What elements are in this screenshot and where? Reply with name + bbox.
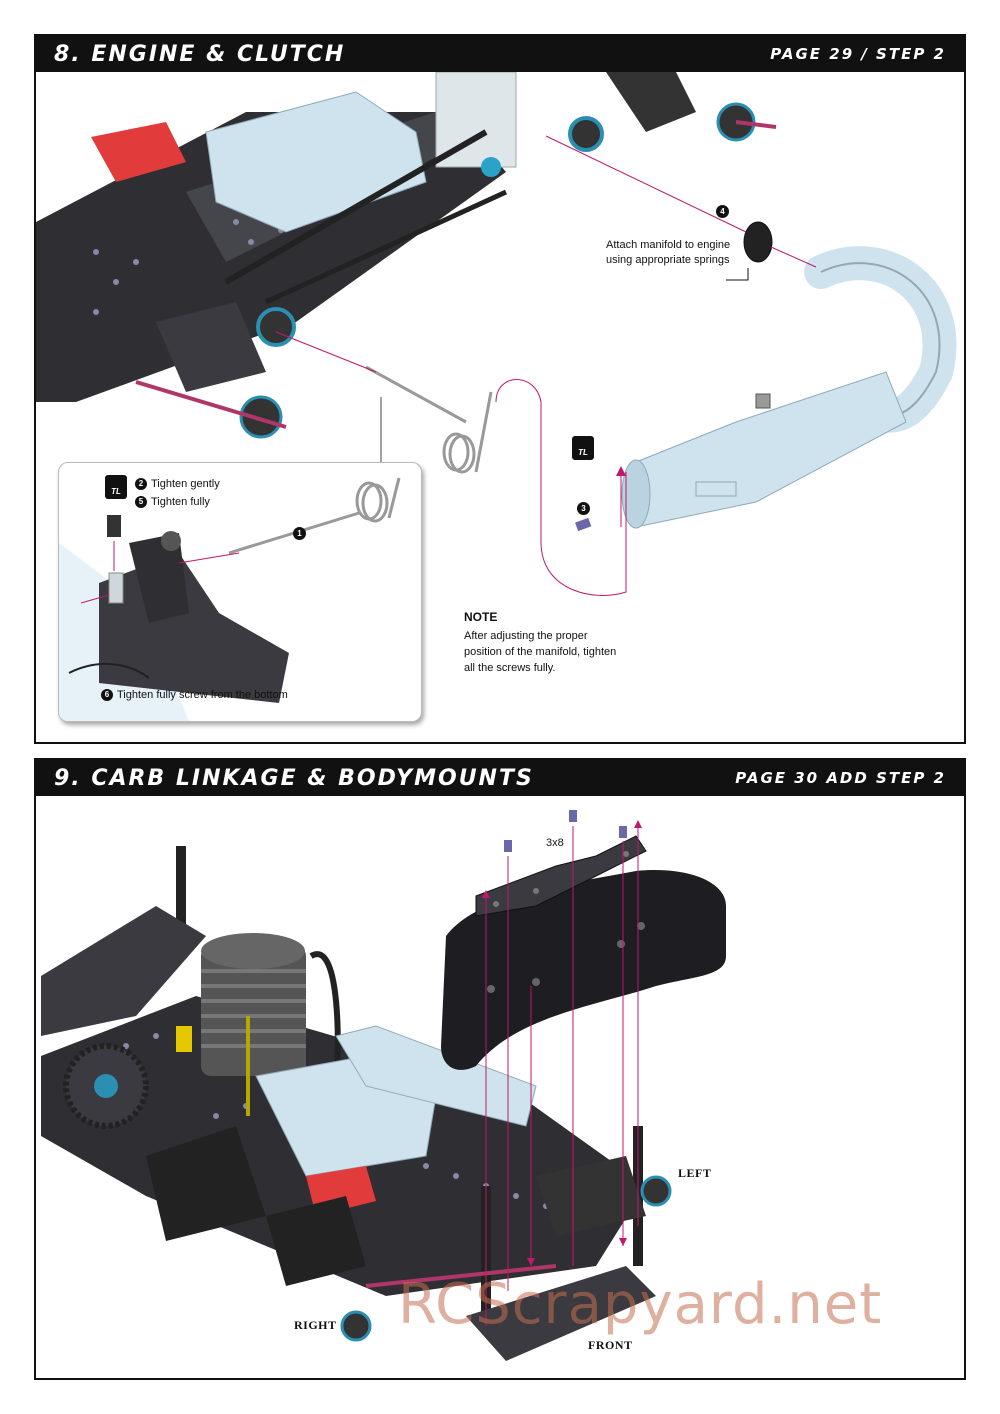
bumper-top-plate xyxy=(475,835,647,917)
assembly-guides xyxy=(275,135,817,596)
manifold-callout: Attach manifold to engine using appropri… xyxy=(606,239,731,266)
section-title: 9. CARB LINKAGE & BODYMOUNTS xyxy=(54,765,534,791)
front-hub xyxy=(239,395,283,439)
bulkhead xyxy=(129,533,189,623)
chassis-detail xyxy=(99,553,289,703)
drive-belt xyxy=(224,129,488,285)
radio-box xyxy=(146,1126,266,1241)
inset-illustration xyxy=(59,477,401,721)
part-number-3: 3 xyxy=(577,502,590,515)
carb-linkage xyxy=(176,1026,192,1052)
section-title: 8. ENGINE & CLUTCH xyxy=(54,41,346,67)
note-text: After adjusting the proper position of t… xyxy=(464,630,617,674)
front-bumper-plate xyxy=(466,1266,656,1361)
screw-size-label: 3x8 xyxy=(546,837,564,849)
section-header: 9. CARB LINKAGE & BODYMOUNTS PAGE 30 ADD… xyxy=(36,760,964,796)
rear-arm xyxy=(606,72,696,132)
front-arm xyxy=(156,302,266,392)
engine-cylinder xyxy=(201,946,306,1076)
cooling-fins xyxy=(201,969,306,1048)
engine-clutch-illustration xyxy=(36,72,957,596)
tuned-pipe xyxy=(635,371,907,528)
page-reference: PAGE 29 / STEP 2 xyxy=(770,45,946,63)
pipe-spring xyxy=(365,365,493,474)
direction-front: FRONT xyxy=(588,1338,633,1352)
pipe-mount-screw xyxy=(575,517,592,532)
part-number-1: 1 xyxy=(293,527,306,540)
rear-plate xyxy=(41,906,206,1036)
pulley-front xyxy=(256,307,296,347)
direction-left: LEFT xyxy=(678,1166,712,1180)
section-header: 8. ENGINE & CLUTCH PAGE 29 / STEP 2 xyxy=(36,36,964,72)
section-carb-linkage-bodymounts: 9. CARB LINKAGE & BODYMOUNTS PAGE 30 ADD… xyxy=(34,758,966,1380)
pressure-nipple xyxy=(695,481,737,497)
carb-bodymount-illustration xyxy=(41,810,726,1361)
front-foam-pad xyxy=(441,870,726,1070)
assembly-guides xyxy=(485,826,639,1326)
front-right-hub xyxy=(340,1310,372,1342)
red-receiver-box xyxy=(91,122,186,182)
manifold-gasket xyxy=(743,221,773,263)
note-title: NOTE xyxy=(464,610,498,624)
spacer xyxy=(107,515,121,537)
mounting-screws xyxy=(504,810,627,852)
watermark: RCScrapyard.net xyxy=(398,1272,883,1337)
direction-right: RIGHT xyxy=(294,1318,337,1332)
rear-body-post xyxy=(176,846,186,956)
page-reference: PAGE 30 ADD STEP 2 xyxy=(735,769,946,787)
part-number-4: 4 xyxy=(716,205,729,218)
front-arm xyxy=(536,1156,646,1236)
pulley-rear xyxy=(568,116,604,152)
tool-icon: TL xyxy=(572,436,594,460)
inset-tool-icon: TL xyxy=(105,475,127,499)
post xyxy=(108,572,124,604)
front-left-hub xyxy=(640,1175,672,1207)
section-engine-clutch: 8. ENGINE & CLUTCH PAGE 29 / STEP 2 xyxy=(34,34,966,744)
